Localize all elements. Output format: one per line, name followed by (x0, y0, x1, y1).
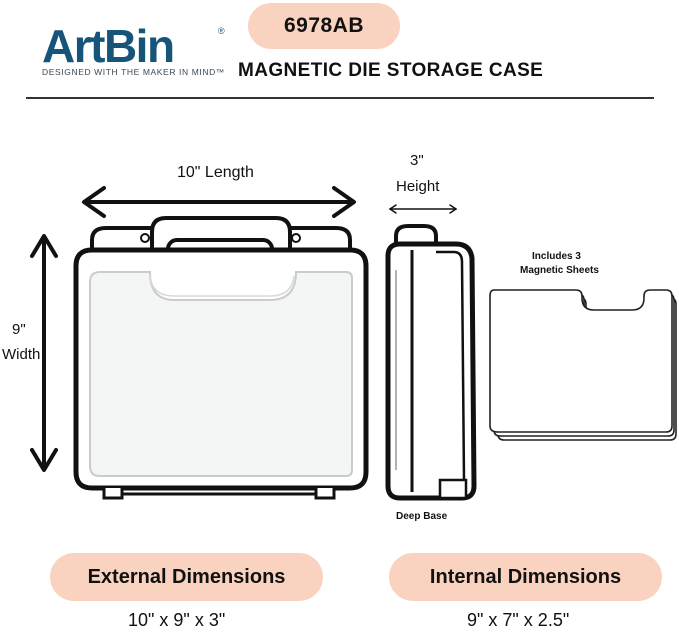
magnetic-sheets-illustration (489, 289, 677, 441)
artbin-logo: ArtBin ® (42, 18, 232, 80)
logo-registered-mark: ® (218, 26, 225, 36)
height-label: Height (396, 178, 440, 195)
internal-dimensions-value: 9" x 7" x 2.5" (467, 610, 570, 630)
height-value: 3" (410, 152, 424, 169)
case-front-illustration (73, 216, 369, 500)
logo-wordmark: ArtBin (42, 20, 174, 68)
product-title: MAGNETIC DIE STORAGE CASE (238, 60, 544, 81)
double-arrow-horizontal-icon (82, 186, 356, 218)
deep-base-label: Deep Base (396, 511, 448, 522)
sheets-caption-line1: Includes 3 (532, 251, 581, 262)
height-arrow-icon (388, 204, 458, 214)
header-divider (26, 97, 654, 99)
external-dimensions-badge: External Dimensions (50, 553, 323, 601)
internal-dimensions-badge: Internal Dimensions (389, 553, 662, 601)
length-label: 10" Length (177, 164, 254, 181)
double-arrow-vertical-icon (30, 234, 58, 472)
case-side-illustration (385, 224, 477, 501)
width-label: Width (2, 346, 41, 363)
internal-dimensions-label: Internal Dimensions (429, 565, 622, 588)
external-dimensions-value: 10" x 9" x 3" (128, 610, 226, 630)
sku-text: 6978AB (283, 14, 365, 37)
product-diagram (30, 186, 677, 501)
external-dimensions-label: External Dimensions (87, 565, 286, 588)
width-value: 9" (12, 321, 26, 338)
sheets-caption-line2: Magnetic Sheets (520, 265, 599, 276)
brand-tagline: DESIGNED WITH THE MAKER IN MIND™ (42, 67, 225, 77)
sku-badge: 6978AB (248, 3, 400, 49)
